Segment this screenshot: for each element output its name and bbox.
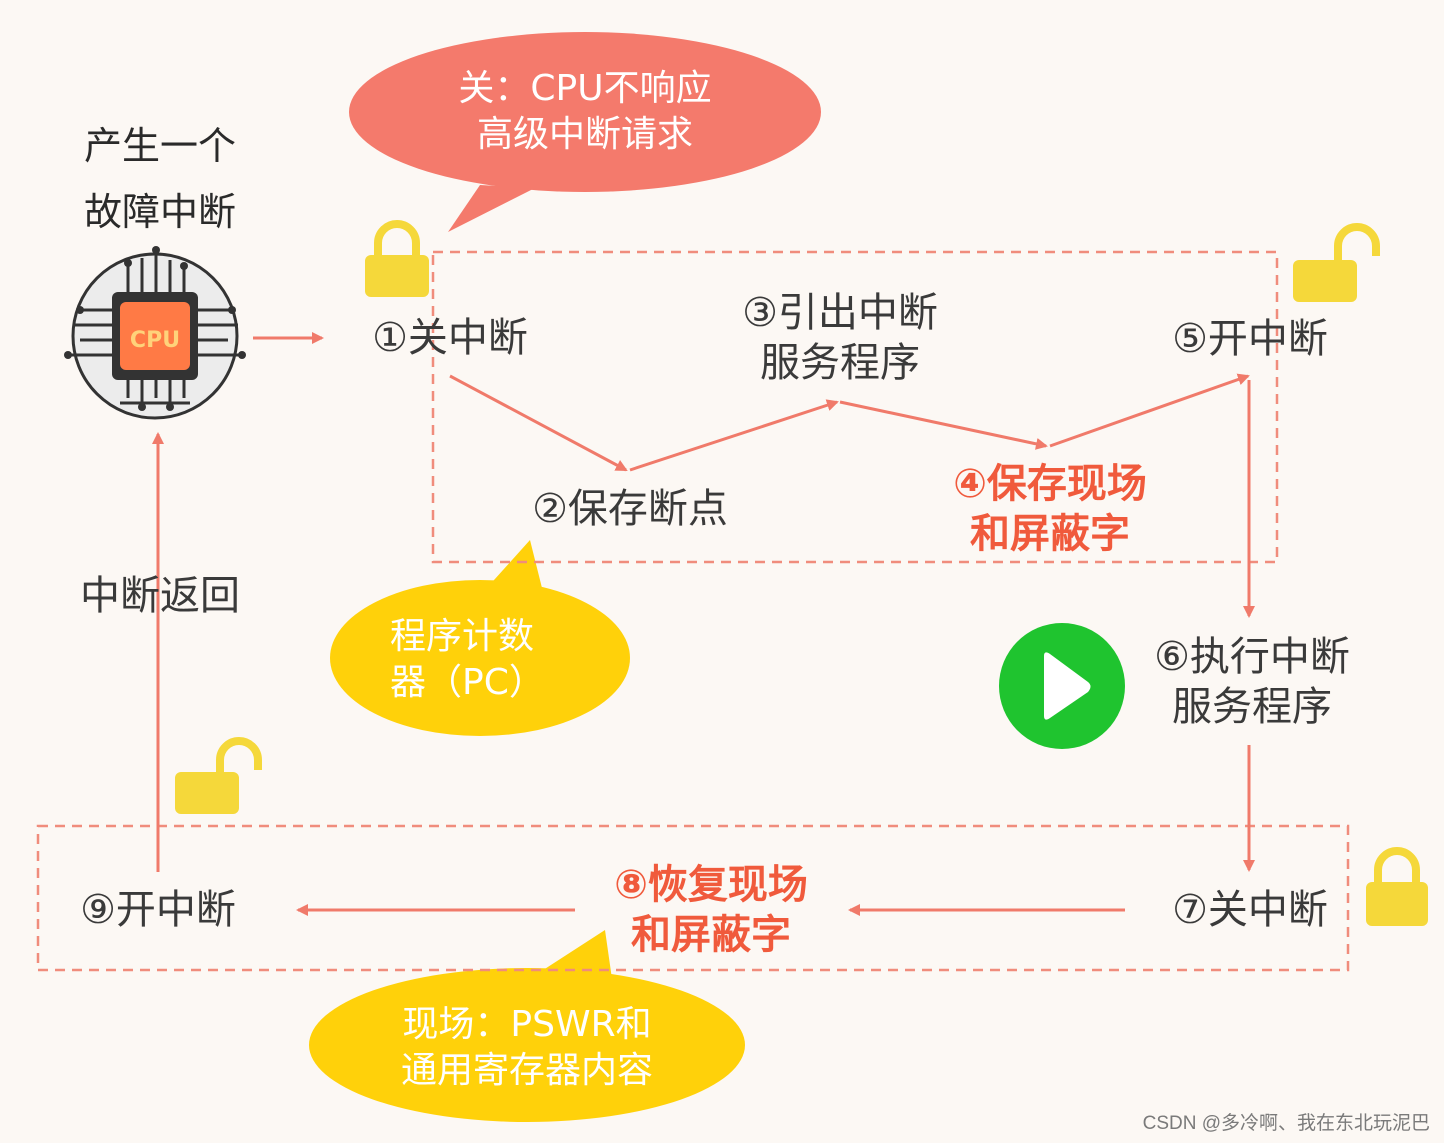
step3-line1: ③引出中断 [742, 290, 938, 336]
step8-label: ⑧恢复现场 和屏蔽字 [596, 860, 826, 960]
lock-closed-icon [1366, 847, 1428, 926]
bubble-guan-line1: 关：CPU不响应 [458, 68, 712, 109]
play-circle-icon [999, 623, 1125, 749]
step1-label: ①关中断 [372, 315, 528, 361]
bubble-pc-line2: 器（PC） [390, 662, 545, 703]
step7-label: ⑦关中断 [1172, 887, 1328, 933]
fault-label: 产生一个 故障中断 [60, 113, 260, 245]
step6-line1: ⑥执行中断 [1154, 634, 1350, 680]
bubble-xianchang [309, 930, 745, 1122]
step9-label: ⑨开中断 [80, 887, 236, 933]
lock-closed-icon [365, 220, 429, 297]
step4-line1: ④保存现场 [953, 461, 1147, 507]
fault-label-line1: 产生一个 [83, 124, 236, 168]
bubble-guan-text: 关：CPU不响应 高级中断请求 [405, 66, 765, 158]
bubble-pc-line1: 程序计数 [390, 616, 535, 657]
bubble-pc-text: 程序计数 器（PC） [390, 614, 570, 706]
arrow-step1-to-step2 [449, 374, 628, 472]
step4-label: ④保存现场 和屏蔽字 [935, 459, 1165, 559]
bubble-pc [330, 540, 630, 736]
watermark: CSDN @多冷啊、我在东北玩泥巴 [1142, 1113, 1430, 1134]
step5-label: ⑤开中断 [1172, 316, 1328, 362]
cpu-chip-icon [64, 246, 246, 420]
step6-line2: 服务程序 [1172, 684, 1332, 730]
bubble-guan-line2: 高级中断请求 [476, 114, 693, 155]
arrow-step3-to-step4 [839, 400, 1048, 450]
bubble-xianchang-text: 现场：PSWR和 通用寄存器内容 [362, 1002, 692, 1094]
arrow-step2-to-step3 [629, 399, 839, 472]
step8-line2: 和屏蔽字 [631, 912, 791, 958]
bubble-guan [349, 32, 821, 232]
bubble-xianchang-line1: 现场：PSWR和 [402, 1004, 652, 1045]
step3-line2: 服务程序 [760, 340, 920, 386]
lock-open-icon [175, 737, 262, 814]
dashed-box-bottom [36, 824, 1350, 972]
step6-label: ⑥执行中断 服务程序 [1137, 632, 1367, 732]
bubble-xianchang-line2: 通用寄存器内容 [400, 1050, 653, 1091]
step8-line1: ⑧恢复现场 [614, 862, 808, 908]
step3-label: ③引出中断 服务程序 [725, 288, 955, 388]
arrow-step4-to-step5 [1049, 373, 1250, 448]
step4-line2: 和屏蔽字 [970, 511, 1130, 557]
fault-label-line2: 故障中断 [83, 190, 236, 234]
cpu-label: CPU [130, 328, 180, 353]
return-label: 中断返回 [80, 573, 240, 619]
lock-open-icon [1293, 223, 1380, 302]
step2-label: ②保存断点 [532, 486, 728, 532]
